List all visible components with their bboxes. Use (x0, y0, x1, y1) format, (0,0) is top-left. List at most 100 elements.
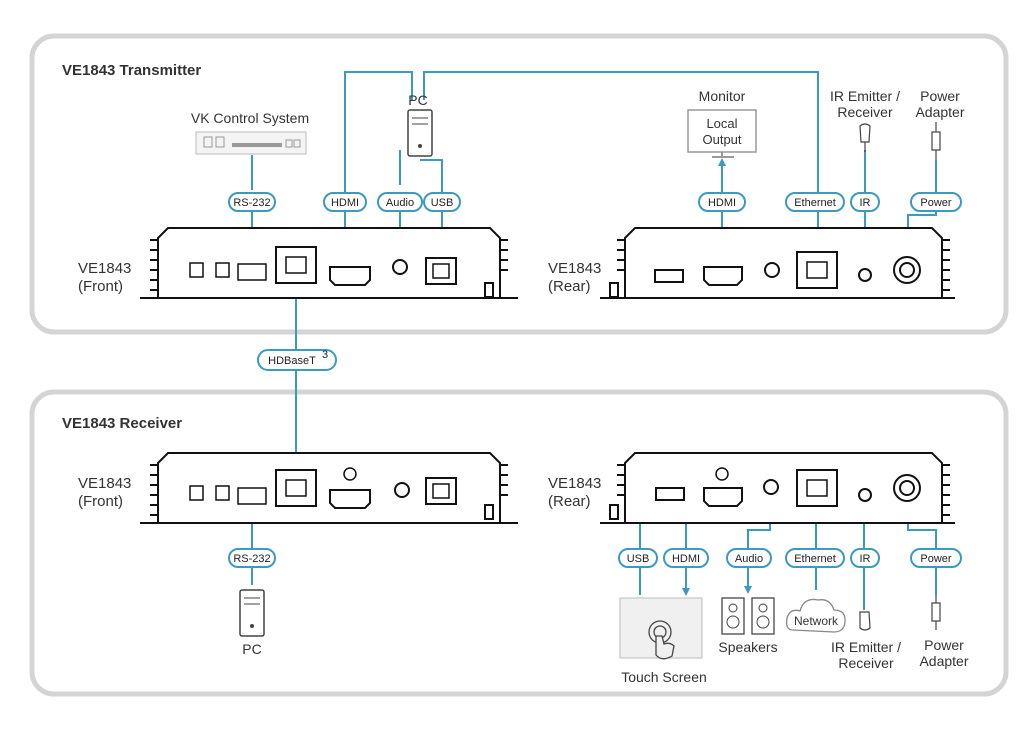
pc-tower-icon (239, 589, 265, 637)
ir-bottom-pill (850, 548, 880, 568)
rx-rear-label-1: VE1843 (548, 475, 601, 492)
vk-control-label: VK Control System (191, 110, 309, 126)
tx-rear-label-1: VE1843 (548, 260, 601, 277)
hdmi-port (329, 489, 371, 509)
audio-top-pill (377, 192, 423, 212)
ethernet-port (796, 251, 838, 289)
audio-port (394, 482, 410, 498)
ir-top-label-2: Receiver (837, 104, 893, 120)
ir-top-pill (850, 192, 880, 212)
ir-bottom-label-2: Receiver (838, 655, 894, 671)
rs232-top-pill (228, 192, 276, 212)
rs232-port (237, 263, 267, 281)
hdmi-out-port (703, 266, 743, 286)
usb-bottom-label: USB (627, 553, 650, 565)
ir-port (858, 488, 872, 502)
tx-front-label-1: VE1843 (78, 260, 131, 277)
hdmi-monitor-label: HDMI (708, 197, 736, 209)
usb-a-port (655, 487, 685, 501)
ethernet-bottom-label: Ethernet (794, 553, 836, 565)
tx-rear-label-2: (Rear) (548, 278, 591, 295)
power-bottom-label: Power (920, 553, 952, 565)
touch-screen-icon (619, 597, 703, 660)
power-top-label-2: Adapter (915, 104, 964, 120)
ethernet-port (796, 469, 838, 507)
hdmi-bottom-pill (663, 548, 709, 568)
ir-port (858, 268, 872, 282)
power-bottom-pill (910, 548, 962, 568)
transmitter-title: VE1843 Transmitter (62, 62, 201, 79)
audio-bottom-label: Audio (735, 553, 763, 565)
hdmi-port (329, 266, 371, 286)
pc-tower-icon (407, 109, 433, 157)
hdbaset-port (275, 469, 317, 507)
speakers-label: Speakers (718, 639, 777, 655)
receiver-title: VE1843 Receiver (62, 415, 182, 432)
vk-control-system-icon (195, 131, 307, 155)
rs232-top-label: RS-232 (233, 197, 270, 209)
pc-bottom-label: PC (242, 641, 261, 657)
hdmi-bottom-label: HDMI (672, 553, 700, 565)
usb-bottom-pill (618, 548, 658, 568)
network-cloud-icon (785, 598, 846, 633)
power-top-label-1: Power (920, 88, 960, 104)
touch-screen-label: Touch Screen (621, 669, 707, 685)
audio-port (763, 479, 779, 495)
usb-top-pill (423, 192, 461, 212)
hdbaset-port (275, 246, 317, 284)
rx-front-device (140, 452, 518, 524)
ir-bottom-label: IR (860, 553, 871, 565)
monitor-icon (687, 109, 757, 158)
ir-bottom-label-1: IR Emitter / (831, 639, 901, 655)
dip-switch-2 (215, 262, 230, 278)
hdmi-top-label: HDMI (331, 197, 359, 209)
rs232-port (237, 487, 267, 505)
audio-port (764, 262, 780, 278)
rx-front-label-2: (Front) (78, 493, 123, 510)
tx-rear-device (600, 227, 955, 299)
tx-front-device (140, 227, 518, 299)
power-port (893, 474, 921, 502)
speakers-icon (721, 597, 775, 635)
tx-front-label-2: (Front) (78, 278, 123, 295)
power-adapter-icon (931, 595, 941, 630)
hdmi-monitor-pill (698, 192, 746, 212)
usb-top-label: USB (431, 197, 454, 209)
ir-emitter-icon (859, 123, 871, 152)
ethernet-top-pill (785, 192, 845, 212)
audio-port (392, 259, 408, 275)
hdbaset-pill (257, 349, 337, 371)
power-top-pill (910, 192, 962, 212)
hdbaset-superscript: 3 (322, 349, 328, 361)
dip-switch-1 (189, 262, 204, 278)
power-adapter-icon (931, 122, 941, 160)
usb-a-port (654, 269, 684, 283)
rx-rear-device (600, 452, 955, 524)
audio-top-label: Audio (386, 197, 414, 209)
audio-bottom-pill (726, 548, 772, 568)
rx-front-label-1: VE1843 (78, 475, 131, 492)
hdmi-port (703, 487, 743, 507)
power-bottom-label-2: Adapter (919, 653, 968, 669)
usb-b-port (425, 477, 457, 505)
network-label: Network (794, 614, 839, 628)
ethernet-top-label: Ethernet (794, 197, 836, 209)
power-top-label: Power (920, 197, 952, 209)
ir-top-label: IR (860, 197, 871, 209)
local-output-2: Output (702, 132, 741, 147)
local-output-1: Local (706, 116, 737, 131)
power-bottom-label-1: Power (924, 637, 964, 653)
monitor-label: Monitor (699, 88, 746, 104)
hdbaset-label: HDBaseT (268, 355, 316, 367)
rx-rear-label-2: (Rear) (548, 493, 591, 510)
rs232-bottom-pill (228, 548, 276, 568)
pc-top-label: PC (408, 92, 427, 108)
hdmi-top-pill (323, 192, 367, 212)
power-port (893, 256, 921, 284)
usb-b-port (425, 257, 457, 285)
ir-top-label-1: IR Emitter / (830, 88, 900, 104)
rs232-bottom-label: RS-232 (233, 553, 270, 565)
ethernet-bottom-pill (785, 548, 845, 568)
ir-emitter-icon (859, 611, 871, 631)
